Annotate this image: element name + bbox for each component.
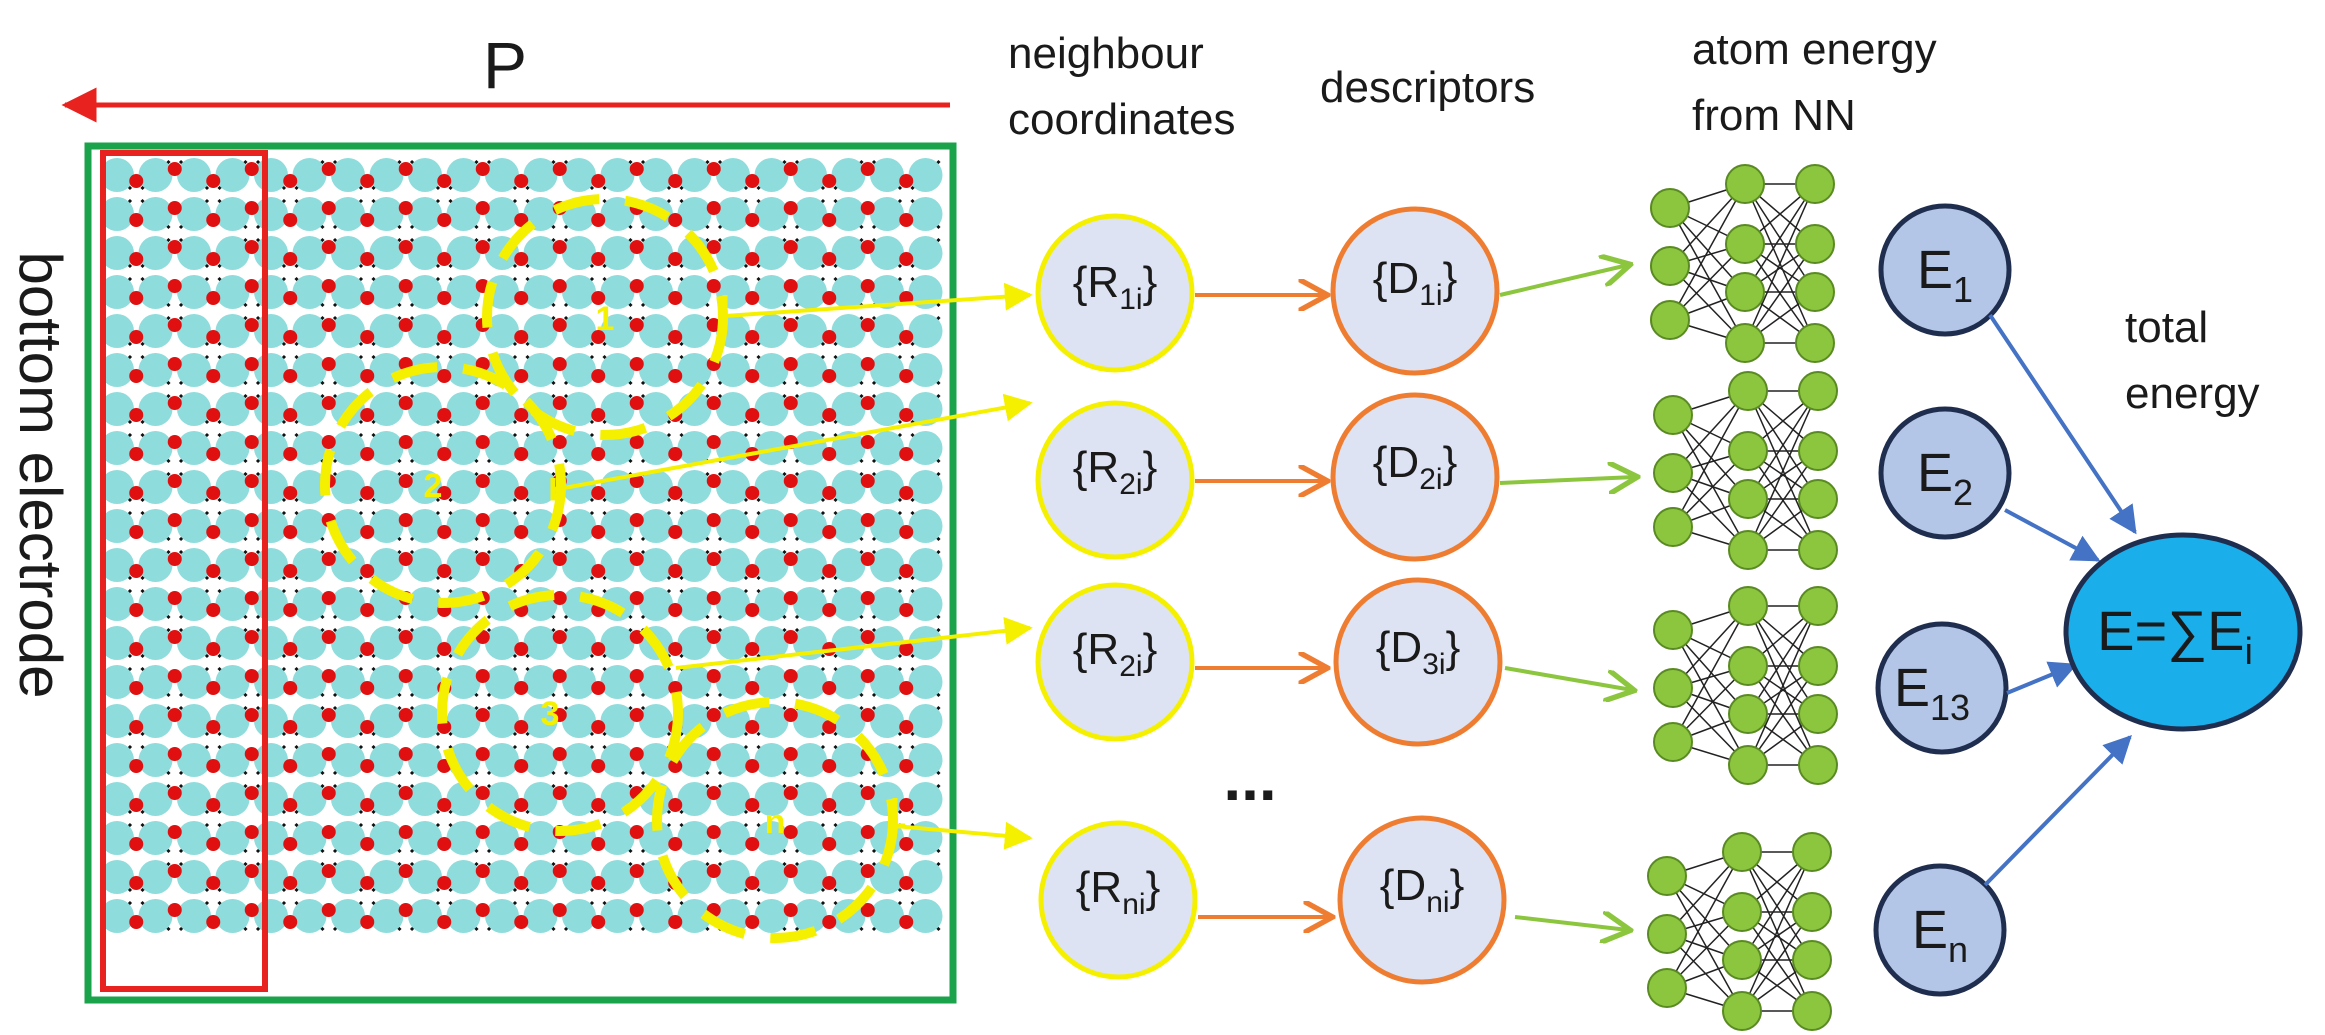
- neural-network-3: [1653, 586, 1838, 785]
- coordinates-node-1: [1035, 213, 1195, 373]
- region-label-1: 1: [596, 300, 615, 338]
- electrode-label: bottom electrode: [7, 252, 74, 699]
- green-arrow-3: [1504, 666, 1632, 690]
- total-energy-header-line2: energy: [2125, 369, 2260, 418]
- electrode-region-box: [100, 150, 268, 992]
- green-arrow-1: [1499, 265, 1628, 297]
- atom-energy-label-2: E2: [1917, 443, 1973, 513]
- atom-energy-header-line1: atom energy: [1692, 25, 1937, 74]
- sum-arrow-n: [1983, 734, 2132, 887]
- pipeline-row-n: {Rni} {Dni} En: [1038, 815, 2007, 1031]
- polarization-label: P: [483, 28, 527, 102]
- pipeline-row-2: {R2i} {D2i} E2: [1035, 371, 2012, 570]
- pipeline-row-3: {R2i} {D3i} E13: [1035, 577, 2009, 785]
- sum-arrow-2: [2004, 508, 2101, 562]
- region-3-ellipse: [437, 590, 683, 836]
- total-energy-header-line1: total: [2125, 303, 2208, 352]
- ellipsis: ...: [1223, 742, 1276, 814]
- atomic-lattice: [100, 155, 950, 965]
- atom-energy-label-n: En: [1912, 900, 1968, 970]
- green-arrow-n: [1514, 917, 1628, 930]
- region-label-2: 2: [424, 467, 443, 505]
- simulation-cell-box: [84, 142, 957, 1004]
- descriptor-node-2: [1330, 392, 1500, 562]
- neighbour-header-line2: coordinates: [1008, 95, 1235, 144]
- descriptor-label-n: {Dni}: [1380, 861, 1465, 919]
- neural-network-1: [1650, 164, 1835, 363]
- sum-arrow-1: [1988, 313, 2137, 535]
- pipeline-row-1: {R1i} {D1i} E1: [1035, 164, 2012, 376]
- neighbour-header-line1: neighbour: [1008, 29, 1204, 78]
- coordinates-label-2: {R2i}: [1073, 443, 1158, 501]
- coordinates-node-2: [1035, 400, 1195, 560]
- coordinates-label-1: {R1i}: [1073, 258, 1158, 316]
- descriptors-header: descriptors: [1320, 63, 1535, 112]
- neural-network-n: [1647, 832, 1832, 1031]
- region-label-3: 3: [541, 695, 560, 733]
- atom-energy-label-1: E1: [1917, 240, 1973, 310]
- atom-energy-label-3: E13: [1894, 658, 1970, 728]
- total-energy-node: [2063, 532, 2303, 732]
- descriptor-label-2: {D2i}: [1373, 438, 1458, 496]
- atom-energy-node-n: [1873, 863, 2007, 997]
- total-energy-label: E=∑Ei: [2097, 599, 2253, 673]
- descriptor-node-1: [1330, 206, 1500, 376]
- descriptor-node-3: [1333, 577, 1503, 747]
- sum-arrow-3: [2006, 661, 2078, 695]
- atom-energy-header-line2: from NN: [1692, 91, 1856, 140]
- coordinates-label-n: {Rni}: [1076, 863, 1161, 921]
- coordinates-node-n: [1038, 820, 1198, 980]
- region-label-n: n: [765, 803, 786, 841]
- arrow-region-3: [675, 616, 1033, 670]
- descriptor-node-n: [1337, 815, 1507, 985]
- green-arrow-2: [1499, 477, 1635, 483]
- neural-network-2: [1653, 371, 1838, 570]
- region-to-coordinates-arrows: [552, 282, 1033, 850]
- region-2-ellipse: [320, 362, 566, 608]
- descriptor-label-3: {D3i}: [1376, 623, 1461, 681]
- atom-energy-node-3: [1875, 621, 2009, 755]
- arrow-region-n: [894, 821, 1033, 850]
- coordinates-label-3: {R2i}: [1073, 625, 1158, 683]
- arrow-region-2: [552, 393, 1033, 492]
- arrow-region-1: [724, 282, 1033, 318]
- descriptor-label-1: {D1i}: [1373, 254, 1458, 312]
- coordinates-node-3: [1035, 582, 1195, 742]
- atom-energy-node-1: [1878, 203, 2012, 337]
- atom-energy-node-2: [1878, 406, 2012, 540]
- summation-arrows: [1983, 313, 2137, 887]
